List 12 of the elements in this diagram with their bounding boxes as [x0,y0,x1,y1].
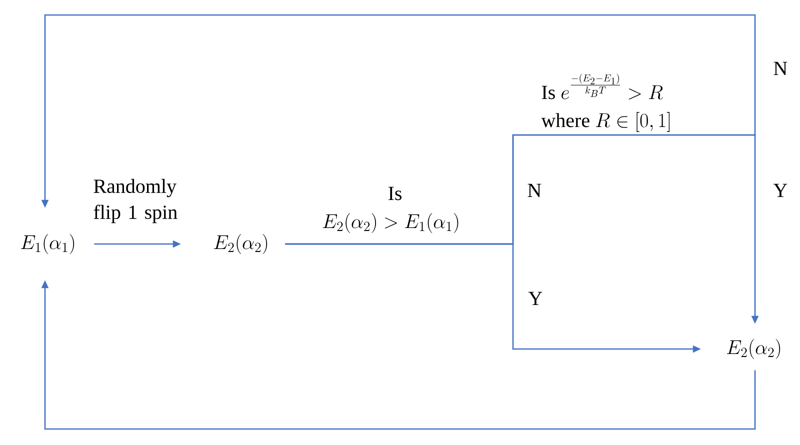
edge-label: Randomly flip 1 spin [94,178,178,224]
state-formula: $E_1(\alpha_1)$ [21,234,74,254]
condition-formula: $E_2(\alpha_2) > E_1(\alpha_1)$ [322,213,458,233]
condition-text: Is [388,186,402,200]
condition-formula: $\text{Is } e^{\frac{-(E_2-E_1)}{k_B T}} > R$ [542,74,663,100]
branch-label: N [528,184,542,197]
branch-label: N [774,62,788,75]
branch-label: Y [773,184,788,197]
branch-label: Y [528,292,542,305]
state-formula: $E_2(\alpha_2)$ [214,234,268,254]
state-formula: $E_2(\alpha_2)$ [727,339,780,359]
condition-formula: $\text{where } R \in [0,1]$ [541,112,670,132]
